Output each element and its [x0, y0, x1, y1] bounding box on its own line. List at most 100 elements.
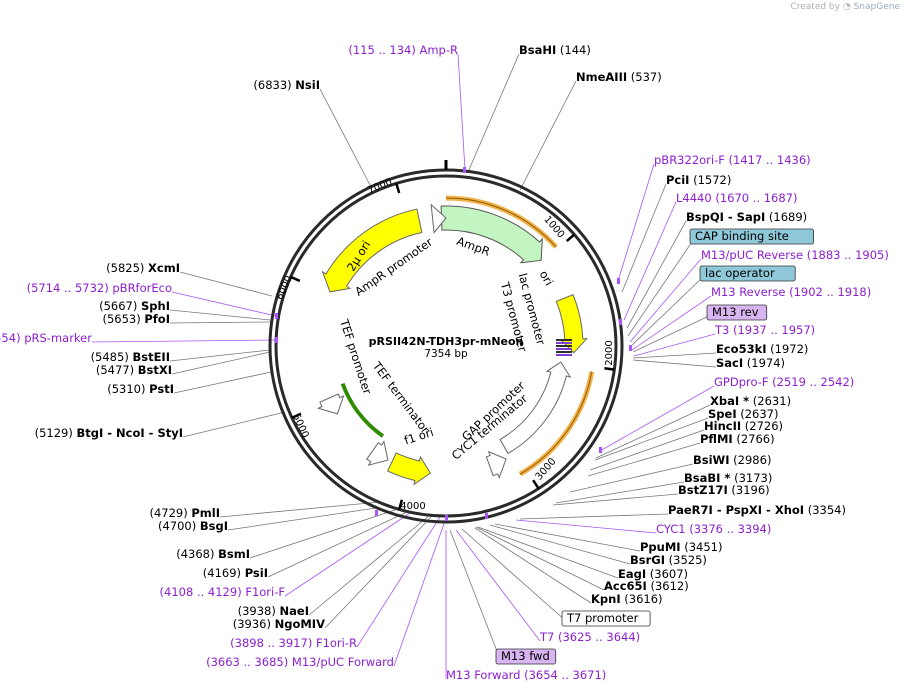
leader-bsteii [169, 349, 271, 362]
label-l4440[interactable]: L4440 (1670 .. 1687) [676, 191, 797, 205]
feature-tef-promoter-arrow[interactable] [316, 393, 345, 415]
leader-bsgi [227, 507, 377, 531]
feature-ampr-arrow[interactable] [440, 205, 543, 264]
label-ngomiv[interactable]: (3936) NgoMIV [233, 617, 325, 631]
feature-gap-promoter-arrow[interactable] [499, 361, 572, 455]
label-m13-puc-forward[interactable]: (3663 .. 3685) M13/pUC Forward [206, 655, 394, 669]
mcs-mark-3 [556, 345, 572, 347]
label-bstxi[interactable]: (5477) BstXI [96, 363, 172, 377]
leader-t3 [633, 333, 716, 357]
label-nsii[interactable]: (6833) NsiI [253, 78, 320, 92]
feature-cyc1-terminator-arrow[interactable] [485, 450, 507, 480]
label-btgi-ncoi-styi[interactable]: (5129) BtgI - NcoI - StyI [35, 426, 183, 440]
label-bstz17i[interactable]: BstZ17I (3196) [678, 483, 770, 497]
label-bsrgi[interactable]: BsrGI (3525) [630, 553, 707, 567]
leader-bstxi [171, 351, 271, 375]
label-cyc1[interactable]: CYC1 (3376 .. 3394) [656, 522, 771, 536]
label-naei[interactable]: (3938) NaeI [238, 604, 309, 618]
primer-mark-9 [445, 515, 448, 521]
leader-psii [267, 511, 408, 578]
leader-saci [632, 359, 717, 368]
label-bsabi[interactable]: BsaBI * (3173) [684, 471, 772, 485]
snapgene-credit: Created by ◔ SnapGene [790, 2, 900, 12]
label-pbrforeco[interactable]: (5714 .. 5732) pBRforEco [27, 281, 172, 295]
feature-ampr-promoter-arrow[interactable] [430, 203, 447, 234]
leader-eagi [477, 526, 619, 579]
label-saci[interactable]: SacI (1974) [716, 356, 785, 370]
label-bsiwi[interactable]: BsiWI (2986) [693, 453, 771, 467]
orf-arc-line-2 [519, 371, 593, 475]
label-pfoi[interactable]: (5653) PfoI [102, 312, 170, 326]
mcs-mark-1 [556, 339, 572, 341]
leader-ngomiv [324, 515, 433, 629]
leader-prs-marker [91, 339, 277, 343]
box-m13-fwd [495, 648, 557, 665]
label-cap-binding-site[interactable]: CAP binding site [695, 229, 789, 243]
label-115-134-amp-r[interactable]: (115 .. 134) Amp-R [348, 43, 458, 57]
label-paer7i-pspxi-xhoi[interactable]: PaeR7I - PspXI - XhoI (3354) [668, 503, 846, 517]
label-pmli[interactable]: (4729) PmlI [149, 506, 220, 520]
label-t7-promoter[interactable]: T7 promoter [566, 611, 639, 625]
label-m13-puc-reverse[interactable]: M13/pUC Reverse (1883 .. 1905) [701, 248, 889, 262]
leader-spei [594, 417, 709, 461]
leader-lac-operator [630, 275, 705, 347]
label-xcmi[interactable]: (5825) XcmI [106, 261, 180, 275]
label-eco53ki[interactable]: Eco53kI (1972) [716, 342, 808, 356]
label-psti[interactable]: (5310) PstI [107, 382, 174, 396]
label-prs-marker[interactable]: (5535 .. 5554) pRS-marker [0, 331, 92, 345]
label-ppumi[interactable]: PpuMI (3451) [640, 540, 722, 554]
label-pflmi[interactable]: PflMI (2766) [700, 432, 775, 446]
leader-t7 [455, 529, 541, 642]
label-pbr322ori-f[interactable]: pBR322ori-F (1417 .. 1436) [654, 153, 811, 167]
tick-5000 [291, 412, 302, 419]
leader-pbr322ori-f [617, 163, 655, 282]
label-f1ori-f[interactable]: (4108 .. 4129) F1ori-F [160, 585, 285, 599]
leader-bsmi [249, 509, 396, 559]
label-bsteii[interactable]: (5485) BstEII [91, 350, 170, 364]
label-t3[interactable]: T3 (1937 .. 1957) [714, 323, 815, 337]
leader-lines [91, 53, 717, 679]
label-m13-fwd[interactable]: M13 fwd [501, 649, 550, 663]
credit-prefix: Created by [790, 2, 840, 12]
leader-xbai [595, 404, 711, 459]
label-pcii[interactable]: PciI (1572) [666, 173, 731, 187]
label-bsahi[interactable]: BsaHI (144) [519, 43, 591, 57]
leader-sphi [169, 309, 271, 321]
label-gpdpro-f[interactable]: GPDpro-F (2519 .. 2542) [714, 375, 854, 389]
leader-m13-puc-forward [393, 517, 447, 667]
tick-label-7000: 7000 [366, 177, 394, 197]
leader-115-134-amp-r [457, 53, 466, 171]
label-t7[interactable]: T7 (3625 .. 3644) [539, 630, 640, 644]
label-xbai[interactable]: XbaI * (2631) [710, 394, 791, 408]
feature-label-ori: ori [537, 268, 557, 288]
feature-tef-terminator-arrow[interactable] [366, 440, 389, 466]
label-m13-forward[interactable]: M13 Forward (3654 .. 3671) [446, 668, 606, 682]
plasmid-length: 7354 bp [424, 348, 468, 360]
label-sphi[interactable]: (5667) SphI [99, 299, 170, 313]
label-hincii[interactable]: HincII (2726) [704, 419, 783, 433]
label-eagi[interactable]: EagI (3607) [618, 567, 688, 581]
label-psii[interactable]: (4169) PsiI [203, 566, 268, 580]
label-acc65i[interactable]: Acc65I (3612) [604, 579, 689, 593]
label-m13-rev[interactable]: M13 rev [712, 305, 759, 319]
box-t7-promoter [561, 610, 651, 627]
feature-f1-ori-arrow[interactable] [387, 452, 432, 486]
tick-label-2000: 2000 [604, 340, 615, 365]
label-lac-operator[interactable]: lac operator [705, 266, 775, 280]
mcs-mark-4 [556, 348, 572, 350]
label-m13-reverse[interactable]: M13 Reverse (1902 .. 1918) [711, 285, 871, 299]
label-kpni[interactable]: KpnI (3616) [591, 592, 663, 606]
label-bsgi[interactable]: (4700) BsgI [158, 519, 228, 533]
label-bspqi-sapi[interactable]: BspQI - SapI (1689) [686, 210, 807, 224]
label-nmeaiii[interactable]: NmeAIII (537) [576, 70, 662, 84]
leader-btgi-ncoi-styi [182, 411, 286, 438]
feature-2-ori-arrow[interactable] [321, 208, 423, 293]
leader-l4440 [623, 201, 677, 321]
label-bsmi[interactable]: (4368) BsmI [176, 547, 250, 561]
leader-m13-reverse [631, 295, 712, 351]
plasmid-title: pRSII42N-TDH3pr-mNeon 7354 bp [369, 335, 524, 360]
leader-m13-puc-reverse [629, 258, 702, 343]
label-spei[interactable]: SpeI (2637) [708, 407, 779, 421]
site-labels[interactable]: (115 .. 134) Amp-R BsaHI (144) NmeAIII (53… [0, 43, 889, 682]
label-f1ori-r[interactable]: (3898 .. 3917) F1ori-R [230, 636, 357, 650]
